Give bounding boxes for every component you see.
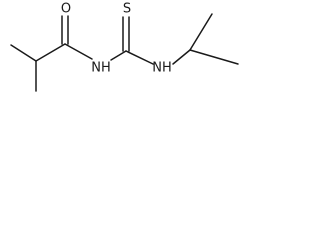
amine-nh-atom-label: NH [152,61,172,76]
amide-nh-atom-label: NH [91,61,111,76]
bond-isopropyl-to-carbonyl [35,43,66,62]
bond-nh-to-thiocarbonyl [110,50,127,61]
bond-isopropyl-methyl-upper [189,13,213,51]
molecule-structure: O S NH NH [10,2,239,92]
sulfur-atom-label: S [123,2,131,17]
bond-methyl-upper [10,44,37,62]
bond-isopropyl-methyl-right [189,49,239,65]
oxygen-atom-label: O [61,2,71,17]
bond-carbonyl-to-nh [64,43,93,60]
bond-nh-to-isopropyl [172,49,191,65]
bond-thiocarbonyl-to-nh [125,50,154,65]
structure-canvas: O S NH NH [0,0,250,112]
